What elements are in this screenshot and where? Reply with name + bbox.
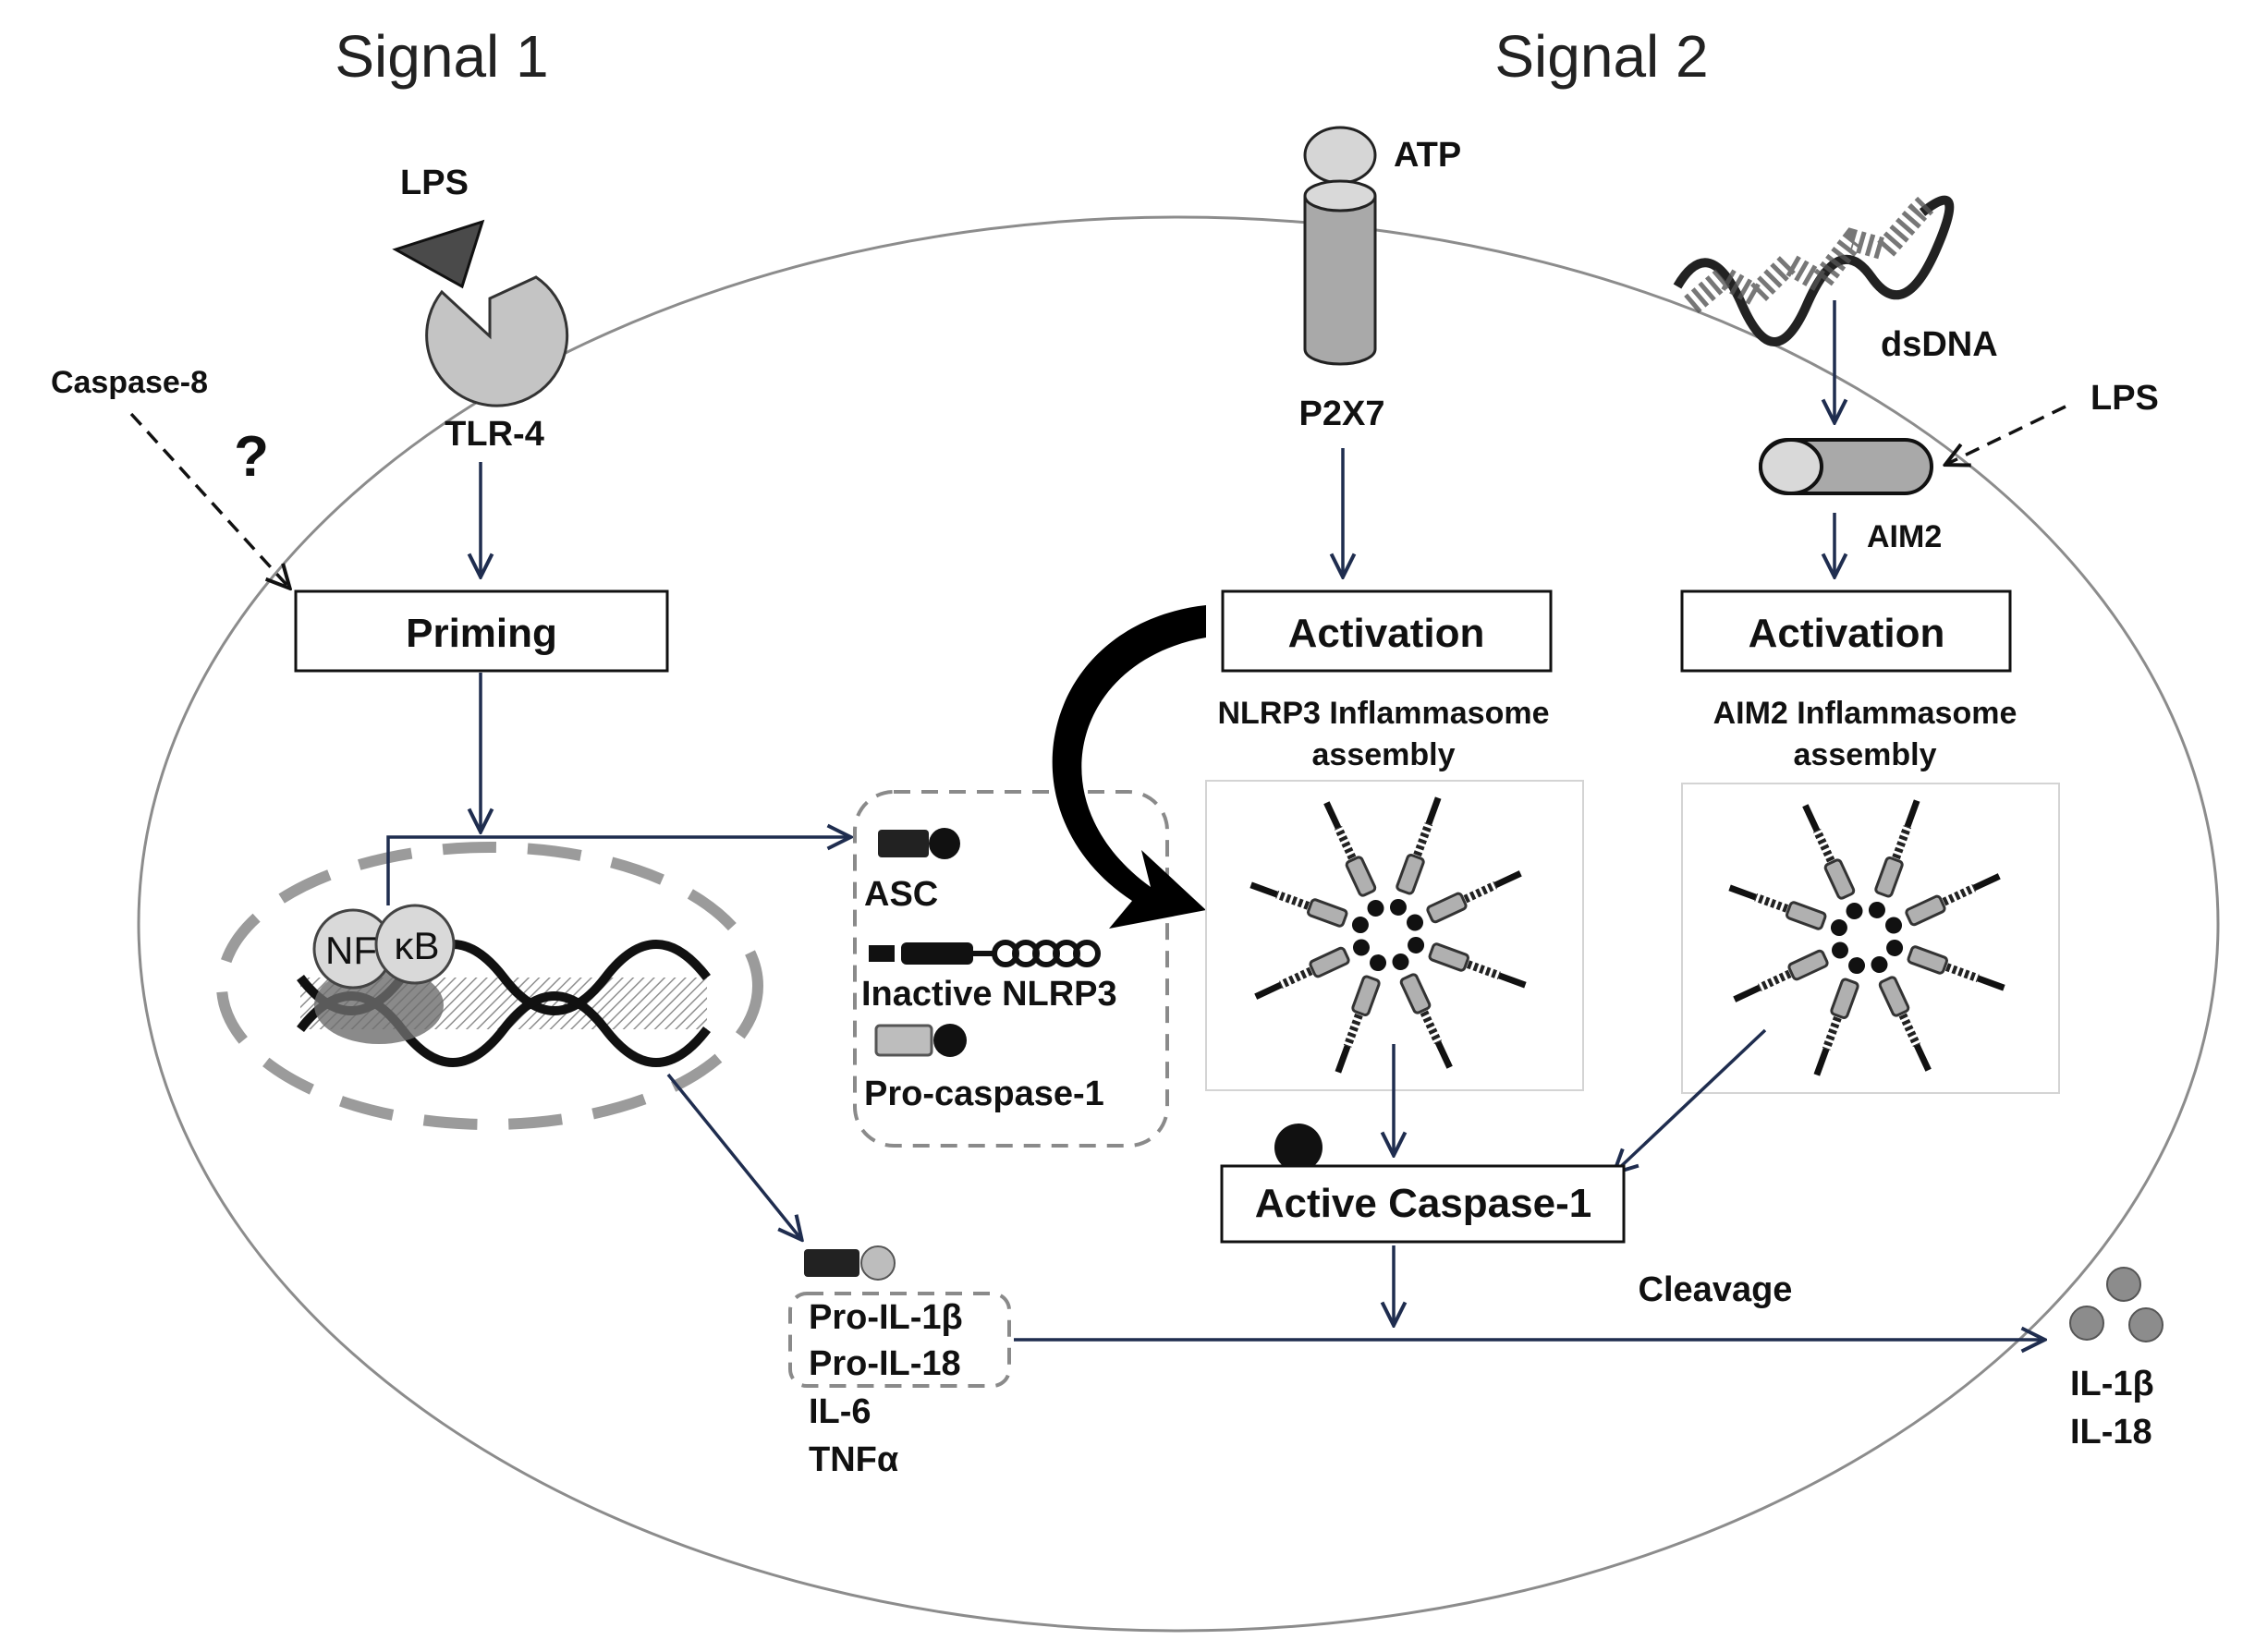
caspase8-label: Caspase-8	[51, 365, 208, 400]
dna-helix-icon	[297, 940, 711, 1067]
nlrp3-assembly-label-line1: NLRP3 Inflammasome	[1218, 696, 1550, 731]
tlr4-receptor-icon	[425, 275, 569, 407]
il6-label: IL-6	[809, 1392, 872, 1431]
mature-cytokines-icon	[2069, 1267, 2164, 1342]
kb-subunit-icon	[374, 904, 456, 985]
dsdna-label: dsDNA	[1881, 325, 1998, 364]
lps-to-aim2-dashed-arrow	[1947, 405, 2066, 464]
aim2-inflammasome-panel	[1681, 783, 2060, 1094]
inactive-nlrp3-label: Inactive NLRP3	[861, 975, 1117, 1014]
lps-right-label: LPS	[2090, 379, 2159, 418]
p2x7-channel-icon	[1303, 179, 1377, 366]
il1b-label: IL-1β	[2070, 1365, 2154, 1403]
assembly-curved-arrow	[1052, 605, 1206, 929]
priming-box	[294, 589, 669, 673]
priming-label: Priming	[406, 611, 557, 656]
nucleus-to-components-arrow	[386, 837, 848, 905]
atp-icon	[1303, 126, 1377, 185]
aim2-activation-label: Activation	[1749, 611, 1945, 656]
nucleus-to-cytokines-arrow	[666, 1073, 800, 1238]
tnfa-label: TNFα	[809, 1440, 898, 1479]
procaspase1-label: Pro-caspase-1	[864, 1075, 1104, 1113]
nf-label: NF	[325, 929, 377, 972]
asc-label: ASC	[864, 875, 938, 914]
active-caspase1-box	[1220, 1164, 1626, 1244]
question-mark: ?	[234, 425, 269, 489]
lps-triangle-icon	[392, 219, 485, 289]
pro-il1b-label: Pro-IL-1β	[809, 1298, 963, 1337]
signal-1-title: Signal 1	[335, 23, 548, 90]
caspase1-icon	[1274, 1124, 1323, 1172]
asc-icon	[878, 828, 960, 859]
aim2-assembly-label-line1: AIM2 Inflammasome	[1713, 696, 2017, 731]
procaspase1-icon	[874, 1024, 967, 1057]
kb-label: κB	[394, 924, 439, 967]
lps-top-label: LPS	[400, 164, 469, 202]
dsdna-helix-icon	[1673, 195, 1955, 346]
active-caspase1-label: Active Caspase-1	[1255, 1181, 1591, 1226]
il18-label: IL-18	[2070, 1413, 2152, 1452]
p2x7-label: P2X7	[1299, 395, 1385, 433]
tlr4-label: TLR-4	[445, 415, 544, 454]
aim2-activation-box	[1680, 589, 2012, 673]
pro-cytokine-icon	[804, 1245, 896, 1281]
nlrp3-icon	[869, 940, 1101, 967]
caspase8-dashed-arrow	[129, 412, 288, 587]
nlrp3-activation-box	[1221, 589, 1553, 673]
signal-2-title: Signal 2	[1494, 23, 1708, 90]
nlrp3-inflammasome-icon	[1249, 796, 1527, 1074]
pro-cytokines-box	[788, 1292, 1011, 1388]
nucleus-dashed-outline	[216, 842, 763, 1130]
aim2-protein-icon	[1759, 438, 1933, 495]
aim2-label: AIM2	[1867, 519, 1942, 554]
aim2-assembly-label-line2: assembly	[1794, 737, 1937, 772]
pro-il18-label: Pro-IL-18	[809, 1344, 961, 1383]
nlrp3-activation-label: Activation	[1288, 611, 1485, 656]
aim2-to-caspase-arrow	[1615, 1028, 1767, 1172]
cleavage-label: Cleavage	[1639, 1270, 1793, 1309]
nlrp3-assembly-label-line2: assembly	[1312, 737, 1456, 772]
cell-membrane	[137, 215, 2220, 1633]
nlrp3-inflammasome-panel	[1205, 780, 1584, 1091]
atp-label: ATP	[1394, 136, 1461, 175]
inflammasome-components-box	[853, 790, 1169, 1148]
